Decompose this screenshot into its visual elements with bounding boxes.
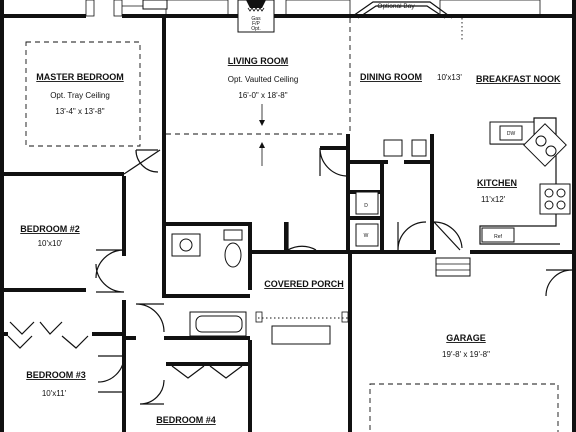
- living-room-name: LIVING ROOM: [228, 56, 289, 66]
- covered-porch-name: COVERED PORCH: [264, 279, 344, 289]
- ceiling-lines: [25, 18, 463, 319]
- living-room-note: Opt. Vaulted Ceiling: [228, 75, 299, 84]
- living-room-size: 16'-0" x 18'-8": [238, 91, 287, 100]
- bedroom-4-name: BEDROOM #4: [156, 415, 216, 425]
- master-bedroom-size: 13'-4" x 13'-8": [55, 107, 104, 116]
- dryer-label: D: [364, 203, 368, 209]
- garage-name: GARAGE: [446, 333, 486, 343]
- bedroom-2-name: BEDROOM #2: [20, 224, 80, 234]
- fireplace-label-1: Gas: [251, 16, 261, 22]
- bedroom-3-name: BEDROOM #3: [26, 370, 86, 380]
- fridge-label: Ref: [494, 234, 502, 240]
- master-bedroom-note: Opt. Tray Ceiling: [50, 91, 110, 100]
- dining-room-size: 10'x13': [437, 73, 462, 82]
- interior-walls: [0, 18, 572, 432]
- kitchen-counters: DW Ref: [479, 117, 571, 245]
- optional-bay: Optional Bay: [349, 1, 453, 19]
- vault-arrows: [259, 104, 265, 166]
- master-bedroom-name: MASTER BEDROOM: [36, 72, 124, 82]
- fireplace-label-2: F/P: [252, 21, 260, 27]
- kitchen-size: 11'x12': [481, 195, 506, 204]
- dishwasher-label: DW: [507, 131, 516, 137]
- washer-label: W: [364, 233, 369, 239]
- bedroom-2-size: 10'x10': [38, 239, 63, 248]
- top-windows: [85, 0, 541, 17]
- optional-bay-label: Optional Bay: [377, 3, 415, 10]
- breakfast-nook-name: BREAKFAST NOOK: [476, 74, 561, 84]
- fireplace: Gas F/P Opt.: [237, 0, 275, 33]
- garage-size: 19'-8' x 19'-8": [442, 350, 490, 359]
- bath-fixtures: [171, 229, 247, 337]
- room-labels: MASTER BEDROOM Opt. Tray Ceiling 13'-4" …: [20, 56, 561, 425]
- fireplace-label-3: Opt.: [251, 26, 260, 32]
- garage-items: [255, 257, 559, 432]
- doors: [7, 147, 573, 405]
- dining-room-name: DINING ROOM: [360, 72, 422, 82]
- kitchen-name: KITCHEN: [477, 178, 517, 188]
- bedroom-3-size: 10'x11': [42, 389, 67, 398]
- utility-fixtures: D W: [355, 139, 427, 247]
